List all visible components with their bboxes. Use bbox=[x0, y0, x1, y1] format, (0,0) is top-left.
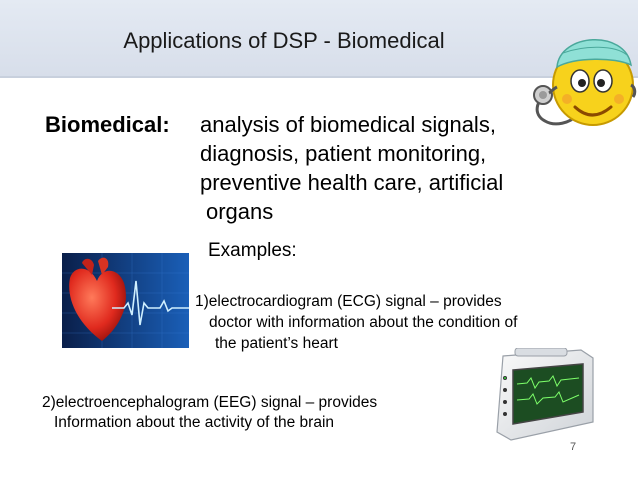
biomedical-line-4: organs bbox=[206, 199, 274, 224]
biomedical-line-1: analysis of biomedical signals, bbox=[200, 112, 496, 137]
patient-monitor-icon bbox=[496, 348, 594, 441]
smiley-doctor-icon bbox=[533, 39, 637, 126]
biomedical-line-2: diagnosis, patient monitoring, bbox=[200, 141, 487, 166]
example2-line-1: 2)electroencephalogram (EEG) signal – pr… bbox=[42, 394, 378, 411]
example2-line-2: Information about the activity of the br… bbox=[54, 414, 335, 431]
biomedical-line-3: preventive health care, artificial bbox=[200, 170, 504, 195]
header-divider bbox=[0, 76, 638, 78]
examples-label: Examples: bbox=[208, 240, 297, 261]
slide-header bbox=[0, 0, 638, 76]
slide-title: Applications of DSP - Biomedical bbox=[123, 28, 445, 53]
slide-number: 7 bbox=[570, 441, 577, 453]
example1-line-1: 1)electrocardiogram (ECG) signal – provi… bbox=[195, 293, 502, 310]
biomedical-label: Biomedical: bbox=[45, 112, 170, 137]
example1-line-2: doctor with information about the condit… bbox=[209, 314, 518, 331]
example1-line-3: the patient’s heart bbox=[215, 335, 338, 352]
ecg-heart-icon bbox=[62, 253, 189, 348]
